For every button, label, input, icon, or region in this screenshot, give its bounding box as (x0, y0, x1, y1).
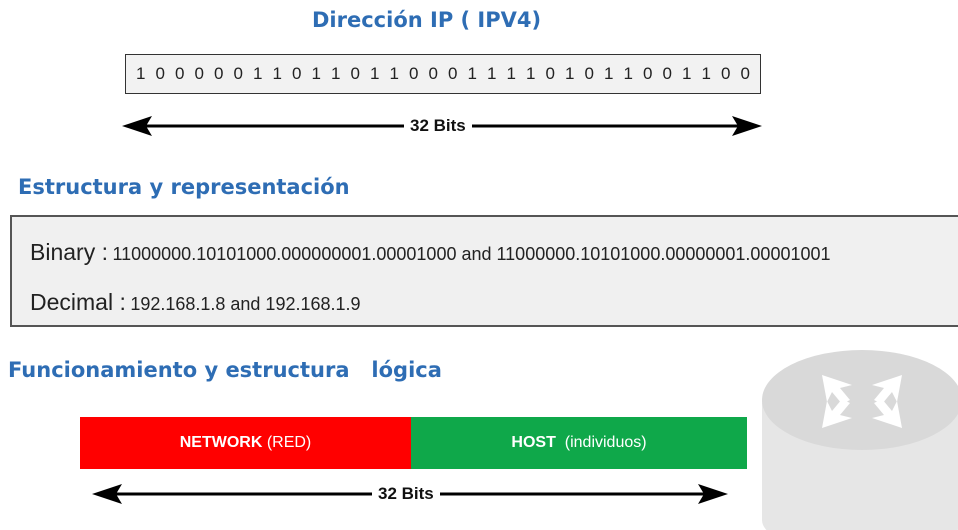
bit-digit: 0 (662, 64, 672, 83)
bit-digit: 1 (272, 64, 282, 83)
bit-digit: 0 (584, 64, 594, 83)
bit-digit: 0 (214, 64, 224, 83)
logic-title: Funcionamiento y estructura lógica (8, 358, 442, 382)
bit-digit: 0 (740, 64, 750, 83)
address-segments: NETWORK (RED) HOST (individuos) (80, 417, 747, 469)
bit-digit: 1 (682, 64, 692, 83)
bit-digit: 0 (545, 64, 555, 83)
network-segment: NETWORK (RED) (80, 417, 411, 469)
bit-digit: 0 (194, 64, 204, 83)
bit-digit: 0 (721, 64, 731, 83)
network-sublabel: (RED) (262, 434, 312, 451)
bit-digit: 0 (409, 64, 419, 83)
bit-digit: 1 (370, 64, 380, 83)
decimal-label: Decimal : (30, 289, 126, 315)
bit-digit: 1 (526, 64, 536, 83)
bit-digit: 1 (565, 64, 575, 83)
bit-digit: 1 (253, 64, 263, 83)
host-segment: HOST (individuos) (411, 417, 747, 469)
bit-digit: 1 (331, 64, 341, 83)
bit-digit: 1 (623, 64, 633, 83)
bit-digit: 0 (233, 64, 243, 83)
router-icon (762, 350, 958, 530)
bit-digit: 0 (155, 64, 165, 83)
host-sublabel: (individuos) (555, 434, 647, 451)
bit-digit: 0 (428, 64, 438, 83)
bit-digit: 1 (604, 64, 614, 83)
decimal-row: Decimal : 192.168.1.8 and 192.168.1.9 (30, 289, 361, 316)
structure-title: Estructura y representación (18, 175, 350, 199)
top-bits-label: 32 Bits (404, 116, 472, 136)
binary-value: 11000000.10101000.000000001.00001000 and… (112, 244, 831, 264)
bit-digit: 0 (643, 64, 653, 83)
host-label: HOST (511, 434, 556, 451)
bottom-bits-label: 32 Bits (372, 484, 440, 504)
network-label: NETWORK (179, 434, 263, 451)
bit-digit: 1 (311, 64, 321, 83)
bit-digit: 1 (506, 64, 516, 83)
binary-label: Binary : (30, 239, 108, 265)
bit-digit: 1 (487, 64, 497, 83)
binary-row: Binary : 11000000.10101000.000000001.000… (30, 239, 831, 266)
representation-box: Binary : 11000000.10101000.000000001.000… (10, 215, 958, 327)
ip-title: Dirección IP ( IPV4) (312, 8, 542, 32)
bit-digit: 0 (448, 64, 458, 83)
decimal-value: 192.168.1.8 and 192.168.1.9 (130, 294, 361, 314)
bit-digit: 1 (389, 64, 399, 83)
bit-digit: 1 (136, 64, 146, 83)
bit-digit: 0 (350, 64, 360, 83)
bit-digit: 0 (292, 64, 302, 83)
bit-digit: 0 (175, 64, 185, 83)
bit-digit: 1 (467, 64, 477, 83)
bit-digit: 1 (701, 64, 711, 83)
